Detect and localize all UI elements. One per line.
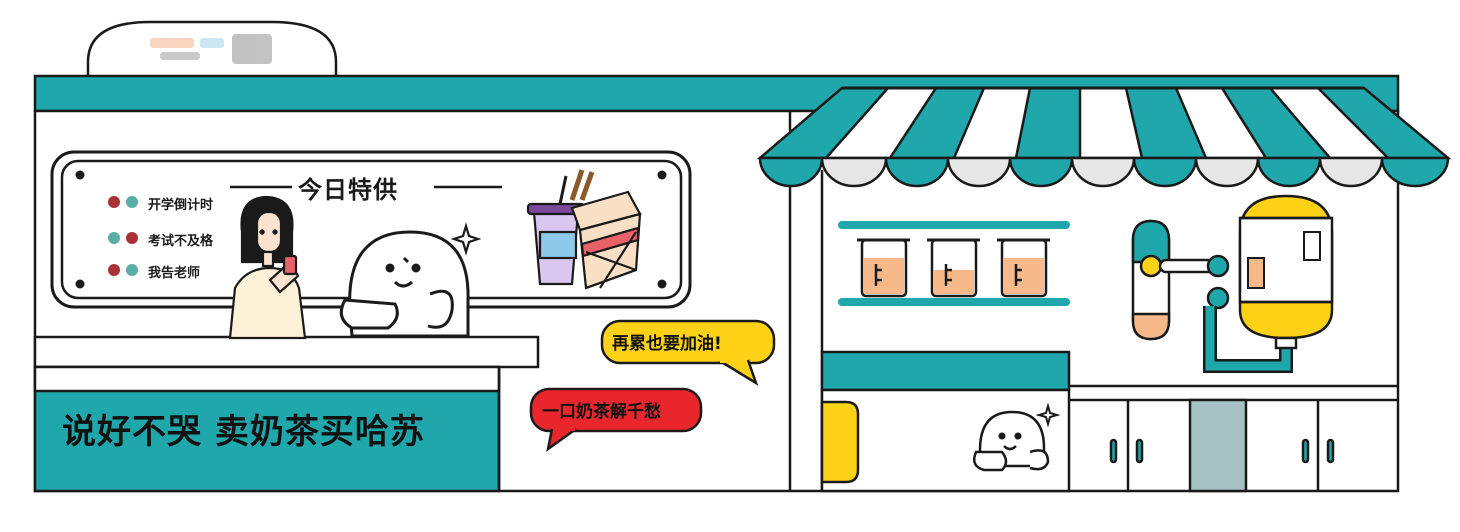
mascot-ghost-icon bbox=[339, 230, 470, 338]
dot-icon bbox=[108, 196, 120, 208]
dot-icon bbox=[126, 232, 138, 244]
bubble-red-text: 一口奶茶解千愁 bbox=[542, 402, 661, 422]
shop-awning bbox=[756, 86, 1452, 188]
speech-bubble-red bbox=[529, 387, 703, 452]
sparkle-star-icon bbox=[450, 222, 482, 256]
dot-icon bbox=[126, 196, 138, 208]
mascot-counter-icon bbox=[973, 410, 1050, 472]
door bbox=[1188, 398, 1248, 493]
bubble-yellow-text: 再累也要加油! bbox=[612, 334, 722, 354]
bubble-tea-cup-icon bbox=[526, 175, 586, 286]
counter-top bbox=[33, 335, 540, 369]
beaker-shelf bbox=[838, 221, 1070, 306]
beaker-icon bbox=[857, 238, 1050, 298]
cabinets bbox=[1069, 384, 1398, 493]
sparkle-star-icon bbox=[1035, 402, 1061, 428]
board-item-label: 考试不及格 bbox=[148, 234, 214, 249]
shop-counter-top bbox=[820, 350, 1071, 392]
dot-icon bbox=[108, 264, 120, 276]
takeout-box-icon bbox=[569, 169, 642, 290]
board-title: 今日特供 bbox=[298, 176, 398, 204]
girl-drinking-illustration bbox=[228, 195, 307, 340]
logo-tab bbox=[86, 20, 338, 76]
speech-bubble-yellow bbox=[600, 319, 776, 386]
dot-icon bbox=[108, 232, 120, 244]
blurred-logo bbox=[150, 34, 272, 64]
slogan-text: 说好不哭 卖奶茶买哈苏 bbox=[62, 412, 425, 452]
water-dispenser-icon bbox=[1131, 194, 1334, 373]
dot-icon bbox=[126, 264, 138, 276]
board-item-label: 开学倒计时 bbox=[148, 198, 214, 213]
board-item-label: 我告老师 bbox=[148, 266, 201, 281]
